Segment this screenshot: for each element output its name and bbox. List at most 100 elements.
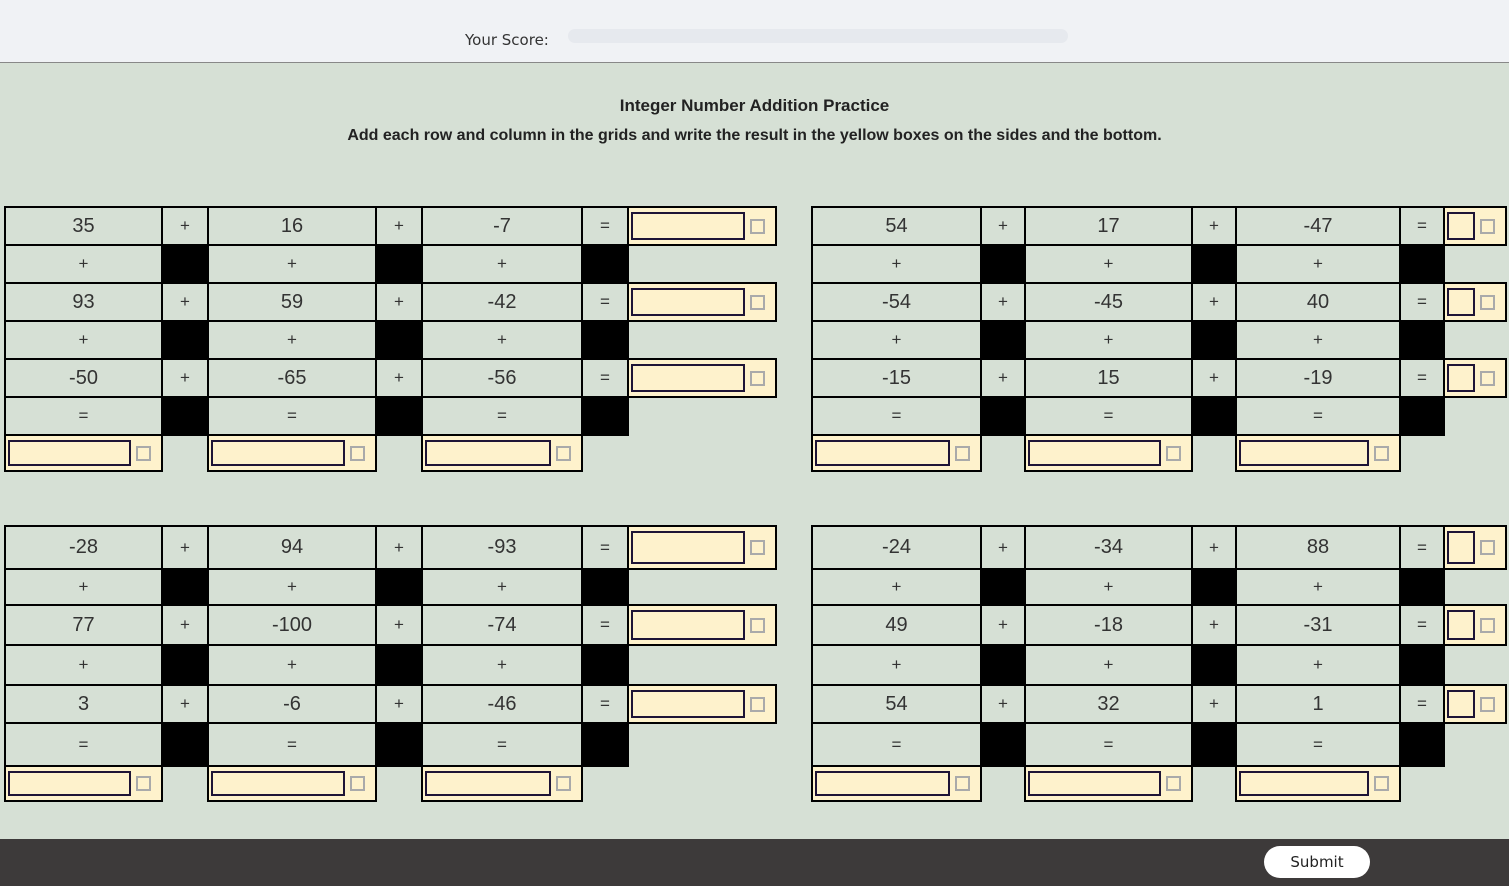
checkbox-icon[interactable]	[1374, 776, 1389, 791]
score-header: Your Score:	[0, 0, 1509, 63]
answer-input[interactable]	[1447, 690, 1475, 718]
equals-sign: =	[1024, 396, 1193, 436]
checkbox-icon[interactable]	[1480, 294, 1495, 310]
answer-input[interactable]	[631, 212, 745, 240]
plus-sign: +	[421, 644, 583, 686]
checkbox-icon[interactable]	[1480, 617, 1495, 633]
answer-input[interactable]	[1447, 288, 1475, 316]
column-answer-box[interactable]	[1235, 434, 1401, 472]
plus-sign: +	[1191, 282, 1237, 322]
equals-sign: =	[581, 684, 629, 724]
plus-sign: +	[375, 684, 423, 724]
checkbox-icon[interactable]	[556, 445, 571, 461]
checkbox-icon[interactable]	[750, 218, 765, 234]
checkbox-icon[interactable]	[955, 445, 970, 461]
row-answer-box[interactable]	[627, 282, 777, 322]
checkbox-icon[interactable]	[750, 370, 765, 386]
column-answer-box[interactable]	[1024, 765, 1193, 802]
plus-sign: +	[161, 684, 209, 724]
answer-input[interactable]	[1028, 440, 1161, 466]
number-cell: 32	[1024, 684, 1193, 724]
answer-input[interactable]	[211, 440, 345, 466]
plus-sign: +	[1024, 568, 1193, 606]
checkbox-icon[interactable]	[1166, 445, 1181, 461]
checkbox-icon[interactable]	[1480, 370, 1495, 386]
row-answer-box[interactable]	[627, 358, 777, 398]
answer-input[interactable]	[631, 288, 745, 316]
checkbox-icon[interactable]	[1480, 696, 1495, 712]
equals-sign: =	[1399, 206, 1445, 246]
black-cell	[1399, 320, 1445, 360]
column-answer-box[interactable]	[1235, 765, 1401, 802]
answer-input[interactable]	[631, 690, 745, 718]
row-answer-box[interactable]	[627, 604, 777, 646]
checkbox-icon[interactable]	[350, 445, 365, 461]
checkbox-icon[interactable]	[136, 445, 151, 461]
number-cell: 35	[4, 206, 163, 246]
row-answer-box[interactable]	[627, 684, 777, 724]
column-answer-box[interactable]	[421, 434, 583, 472]
answer-input[interactable]	[815, 440, 950, 466]
footer	[0, 839, 1509, 886]
answer-input[interactable]	[631, 610, 745, 640]
black-cell	[161, 722, 209, 767]
column-answer-box[interactable]	[4, 765, 163, 802]
answer-input[interactable]	[1239, 771, 1369, 796]
checkbox-icon[interactable]	[1374, 445, 1389, 461]
answer-input[interactable]	[425, 771, 551, 796]
checkbox-icon[interactable]	[1480, 540, 1495, 555]
column-answer-box[interactable]	[4, 434, 163, 472]
row-answer-box[interactable]	[1443, 604, 1507, 646]
checkbox-icon[interactable]	[955, 776, 970, 791]
answer-input[interactable]	[1447, 212, 1475, 240]
checkbox-icon[interactable]	[750, 617, 765, 633]
checkbox-icon[interactable]	[136, 776, 151, 791]
plus-sign: +	[161, 282, 209, 322]
answer-input[interactable]	[1028, 771, 1161, 796]
checkbox-icon[interactable]	[1480, 218, 1495, 234]
plus-sign: +	[811, 644, 982, 686]
column-answer-box[interactable]	[1024, 434, 1193, 472]
checkbox-icon[interactable]	[750, 696, 765, 712]
answer-input[interactable]	[1239, 440, 1369, 466]
equals-sign: =	[581, 604, 629, 646]
row-answer-box[interactable]	[1443, 525, 1507, 570]
checkbox-icon[interactable]	[750, 540, 765, 555]
row-answer-box[interactable]	[1443, 206, 1507, 246]
plus-sign: +	[980, 604, 1026, 646]
number-cell: 77	[4, 604, 163, 646]
answer-input[interactable]	[211, 771, 345, 796]
answer-input[interactable]	[8, 771, 131, 796]
column-answer-box[interactable]	[421, 765, 583, 802]
column-answer-box[interactable]	[207, 765, 377, 802]
answer-input[interactable]	[1447, 610, 1475, 640]
number-cell: 40	[1235, 282, 1401, 322]
black-cell	[980, 568, 1026, 606]
row-answer-box[interactable]	[627, 525, 777, 570]
row-answer-box[interactable]	[1443, 684, 1507, 724]
number-cell: -24	[811, 525, 982, 570]
row-answer-box[interactable]	[1443, 282, 1507, 322]
answer-input[interactable]	[425, 440, 551, 466]
equals-sign: =	[4, 722, 163, 767]
column-answer-box[interactable]	[811, 434, 982, 472]
answer-input[interactable]	[1447, 364, 1475, 392]
answer-input[interactable]	[631, 531, 745, 564]
answer-input[interactable]	[631, 364, 745, 392]
answer-input[interactable]	[8, 440, 131, 466]
checkbox-icon[interactable]	[350, 776, 365, 791]
column-answer-box[interactable]	[811, 765, 982, 802]
submit-button[interactable]: Submit	[1264, 846, 1370, 878]
row-answer-box[interactable]	[1443, 358, 1507, 398]
number-cell: -74	[421, 604, 583, 646]
plus-sign: +	[161, 206, 209, 246]
plus-sign: +	[161, 604, 209, 646]
answer-input[interactable]	[815, 771, 950, 796]
checkbox-icon[interactable]	[1166, 776, 1181, 791]
black-cell	[1191, 722, 1237, 767]
checkbox-icon[interactable]	[750, 294, 765, 310]
row-answer-box[interactable]	[627, 206, 777, 246]
checkbox-icon[interactable]	[556, 776, 571, 791]
column-answer-box[interactable]	[207, 434, 377, 472]
answer-input[interactable]	[1447, 531, 1475, 564]
